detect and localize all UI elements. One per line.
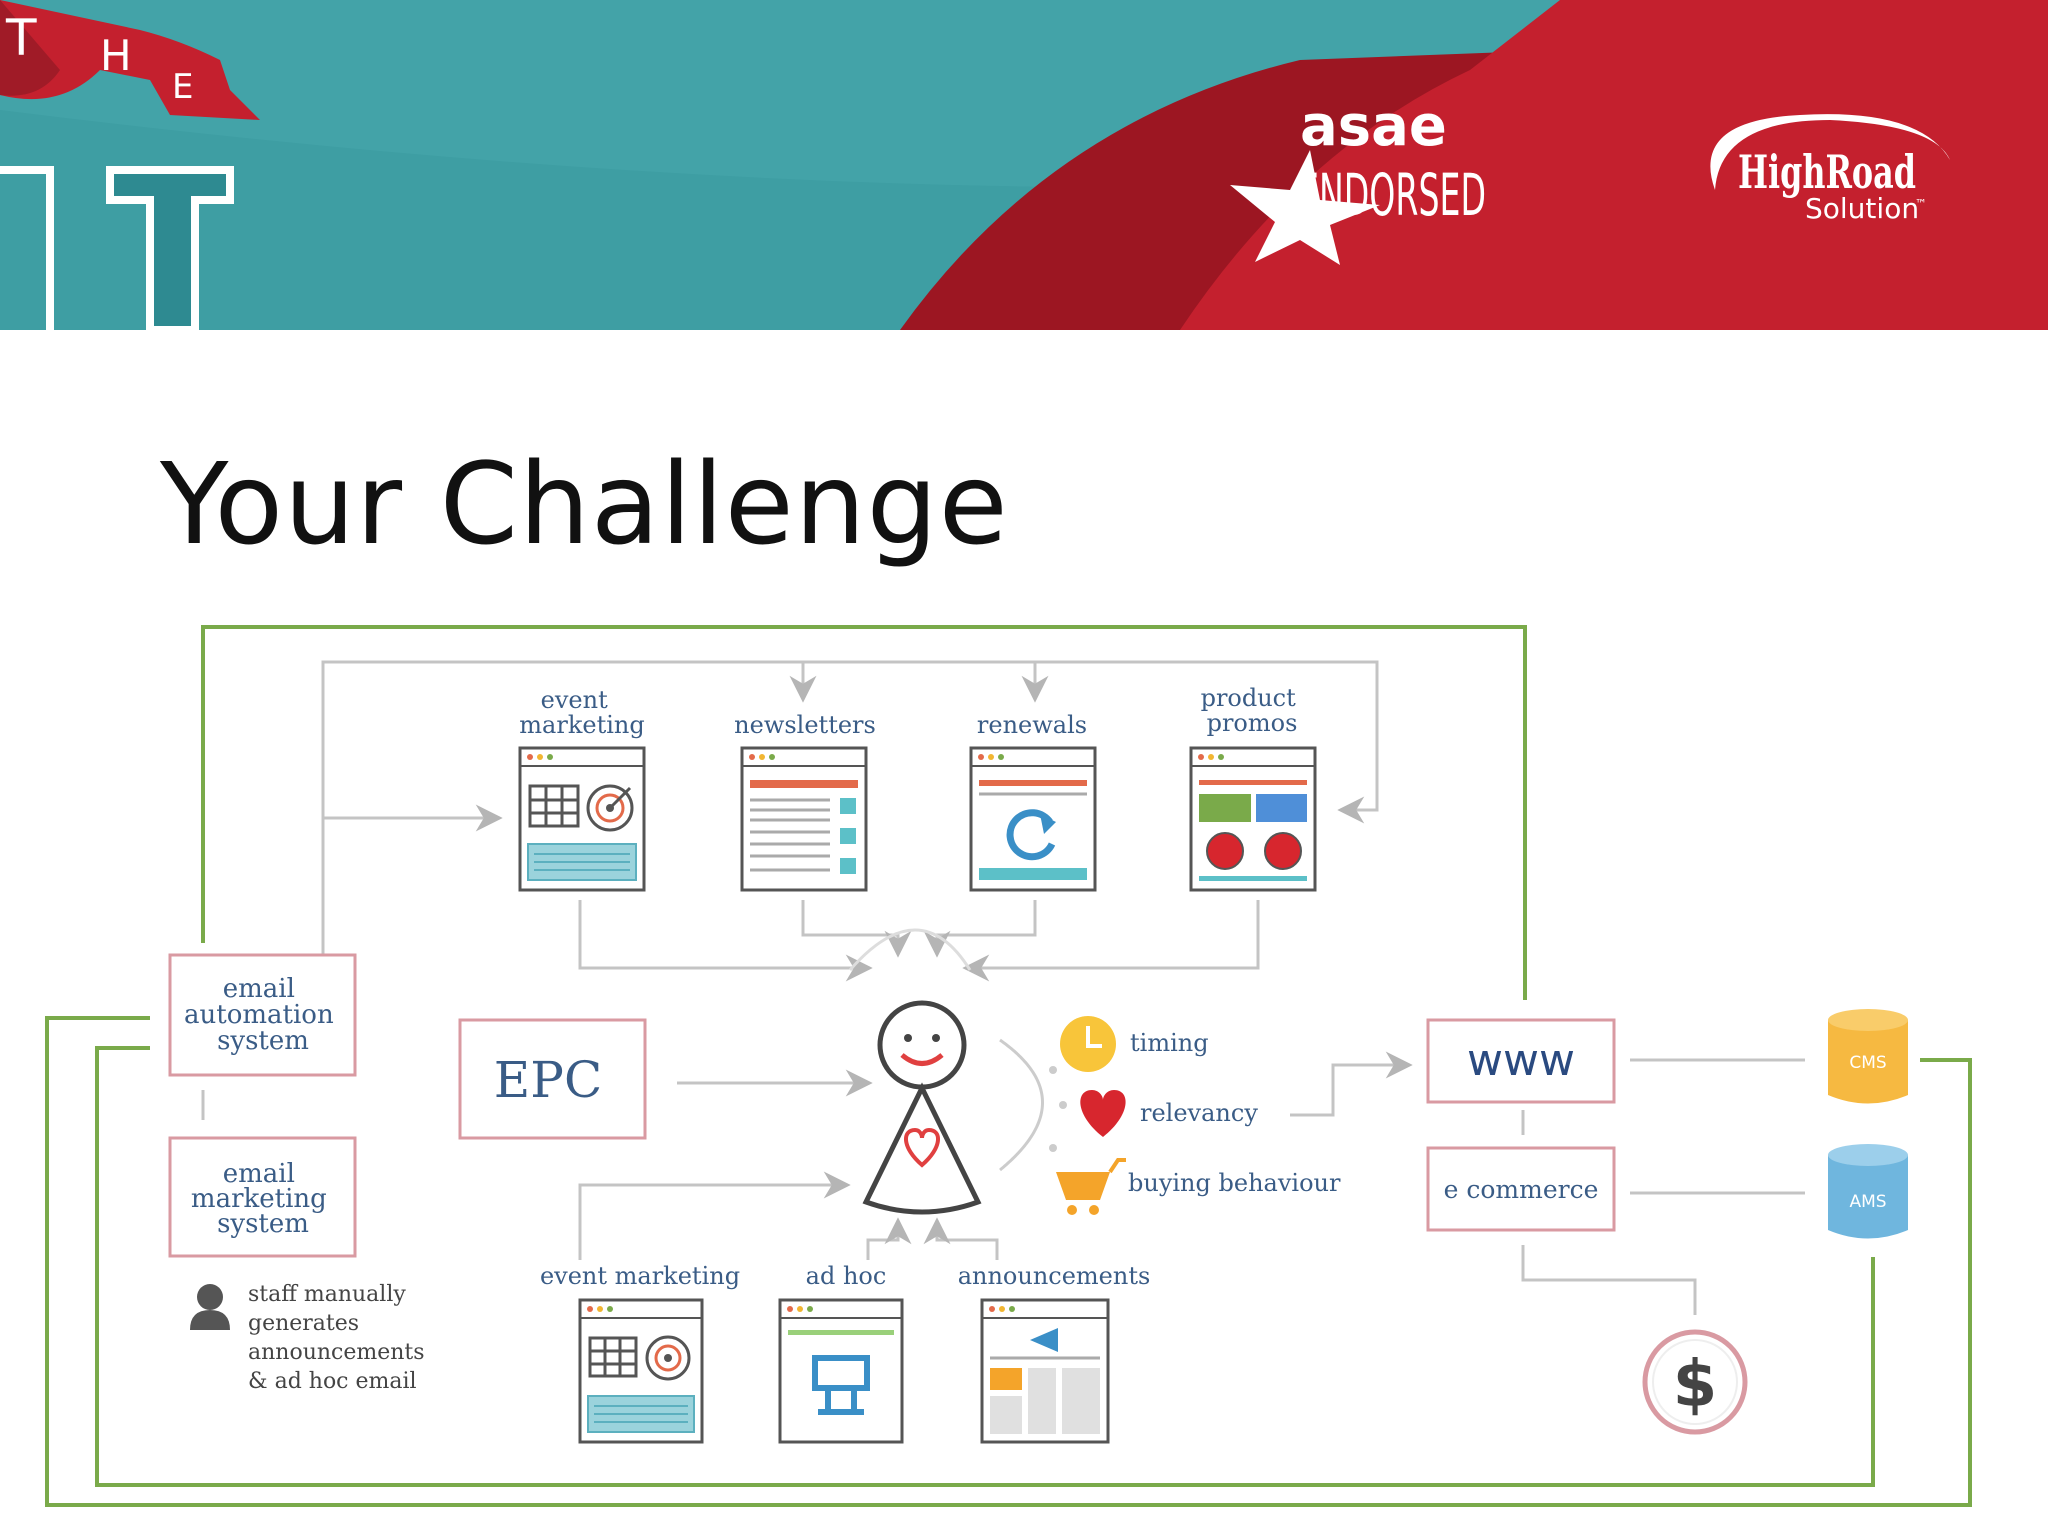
megaphone-icon xyxy=(1030,1328,1058,1352)
channel-label-newsletters: newsletters xyxy=(734,711,876,739)
flag-letter-t: T xyxy=(5,9,37,67)
challenge-diagram: event marketing newsletters renewals pro… xyxy=(45,625,1972,1507)
heart-icon xyxy=(1080,1090,1126,1137)
cart-icon xyxy=(1056,1158,1126,1215)
epc-box: EPC xyxy=(458,1018,647,1140)
clock-icon xyxy=(1060,1016,1116,1072)
brand-name: HighRoad xyxy=(1738,145,1916,199)
brand-sub: Solution xyxy=(1805,192,1919,225)
email-marketing-system-box: email marketing system xyxy=(168,1136,357,1258)
flag-ribbon: T H E xyxy=(0,0,260,120)
channel-window-event-marketing xyxy=(518,746,646,892)
staff-note-text: staff manually generates announcements &… xyxy=(248,1282,432,1394)
flag-letter-h: H xyxy=(100,31,132,80)
bottom-label-announcements: announcements xyxy=(958,1262,1151,1290)
channel-window-product-promos xyxy=(1189,746,1317,892)
factor-relevancy-label: relevancy xyxy=(1140,1099,1258,1127)
ams-label: AMS xyxy=(1849,1192,1886,1212)
badge-endorsed: ENDORSED xyxy=(1298,161,1486,229)
badge-asae: asae xyxy=(1300,94,1447,159)
ecommerce-label: e commerce xyxy=(1444,1175,1599,1204)
channel-window-newsletters xyxy=(740,746,868,892)
heart-outline-icon xyxy=(904,1127,940,1168)
calendar-icon xyxy=(588,1336,638,1378)
bottom-label-ad-hoc: ad hoc xyxy=(806,1262,887,1290)
target-icon xyxy=(645,1335,691,1381)
bottom-window-announcements xyxy=(980,1298,1110,1444)
header-banner: T H E asae ENDORSED HighRoad Solution ™ xyxy=(0,0,2048,330)
cms-label: CMS xyxy=(1849,1053,1886,1073)
highroad-logo: HighRoad Solution ™ xyxy=(1710,114,1950,225)
big-letters-graphic xyxy=(0,166,234,330)
asae-endorsed-badge: asae ENDORSED xyxy=(1230,94,1486,265)
bottom-window-ad-hoc xyxy=(778,1298,904,1444)
bottom-window-event-marketing xyxy=(578,1298,704,1444)
channel-window-renewals xyxy=(969,746,1097,892)
ecommerce-box: e commerce xyxy=(1426,1146,1616,1232)
factor-buying-behaviour: buying behaviour xyxy=(1056,1158,1341,1215)
email-automation-system-box: email automation system xyxy=(168,953,357,1077)
grey-flow-lines xyxy=(201,660,1805,1315)
www-box: www xyxy=(1426,1018,1616,1104)
email-automation-system-label: email automation system xyxy=(184,974,342,1056)
brand-trademark: ™ xyxy=(1915,197,1927,211)
cms-database-icon: CMS xyxy=(1828,1009,1908,1104)
factor-timing-label: timing xyxy=(1130,1029,1209,1057)
channel-label-event-marketing: event marketing xyxy=(519,686,644,739)
channel-label-product-promos: product promos xyxy=(1201,684,1304,737)
dollar-icon: $ xyxy=(1642,1329,1748,1435)
dollar-sign: $ xyxy=(1673,1348,1718,1422)
banner-red-right xyxy=(1490,0,2048,330)
factor-timing: timing xyxy=(1060,1016,1209,1072)
factor-buying-behaviour-label: buying behaviour xyxy=(1128,1169,1341,1197)
calendar-icon xyxy=(528,784,580,828)
ams-database-icon: AMS xyxy=(1828,1144,1908,1239)
target-icon xyxy=(586,784,634,832)
person-icon xyxy=(190,1284,230,1330)
channel-label-renewals: renewals xyxy=(977,711,1087,739)
flag-letter-e: E xyxy=(172,67,193,107)
epc-label: EPC xyxy=(494,1051,602,1109)
refresh-icon xyxy=(1006,809,1056,861)
staff-note: staff manually generates announcements &… xyxy=(190,1282,432,1394)
www-label: www xyxy=(1467,1035,1575,1086)
member-figure-icon xyxy=(862,1000,982,1215)
page-title: Your Challenge xyxy=(160,440,1009,570)
sale-badge-icon xyxy=(1206,832,1302,870)
billboard-icon xyxy=(812,1355,870,1415)
star-icon xyxy=(1230,150,1380,265)
bottom-label-event-marketing: event marketing xyxy=(540,1262,740,1290)
green-loop-lines xyxy=(45,625,1972,1507)
email-marketing-system-label: email marketing system xyxy=(191,1159,335,1239)
factor-relevancy: relevancy xyxy=(1080,1090,1258,1137)
